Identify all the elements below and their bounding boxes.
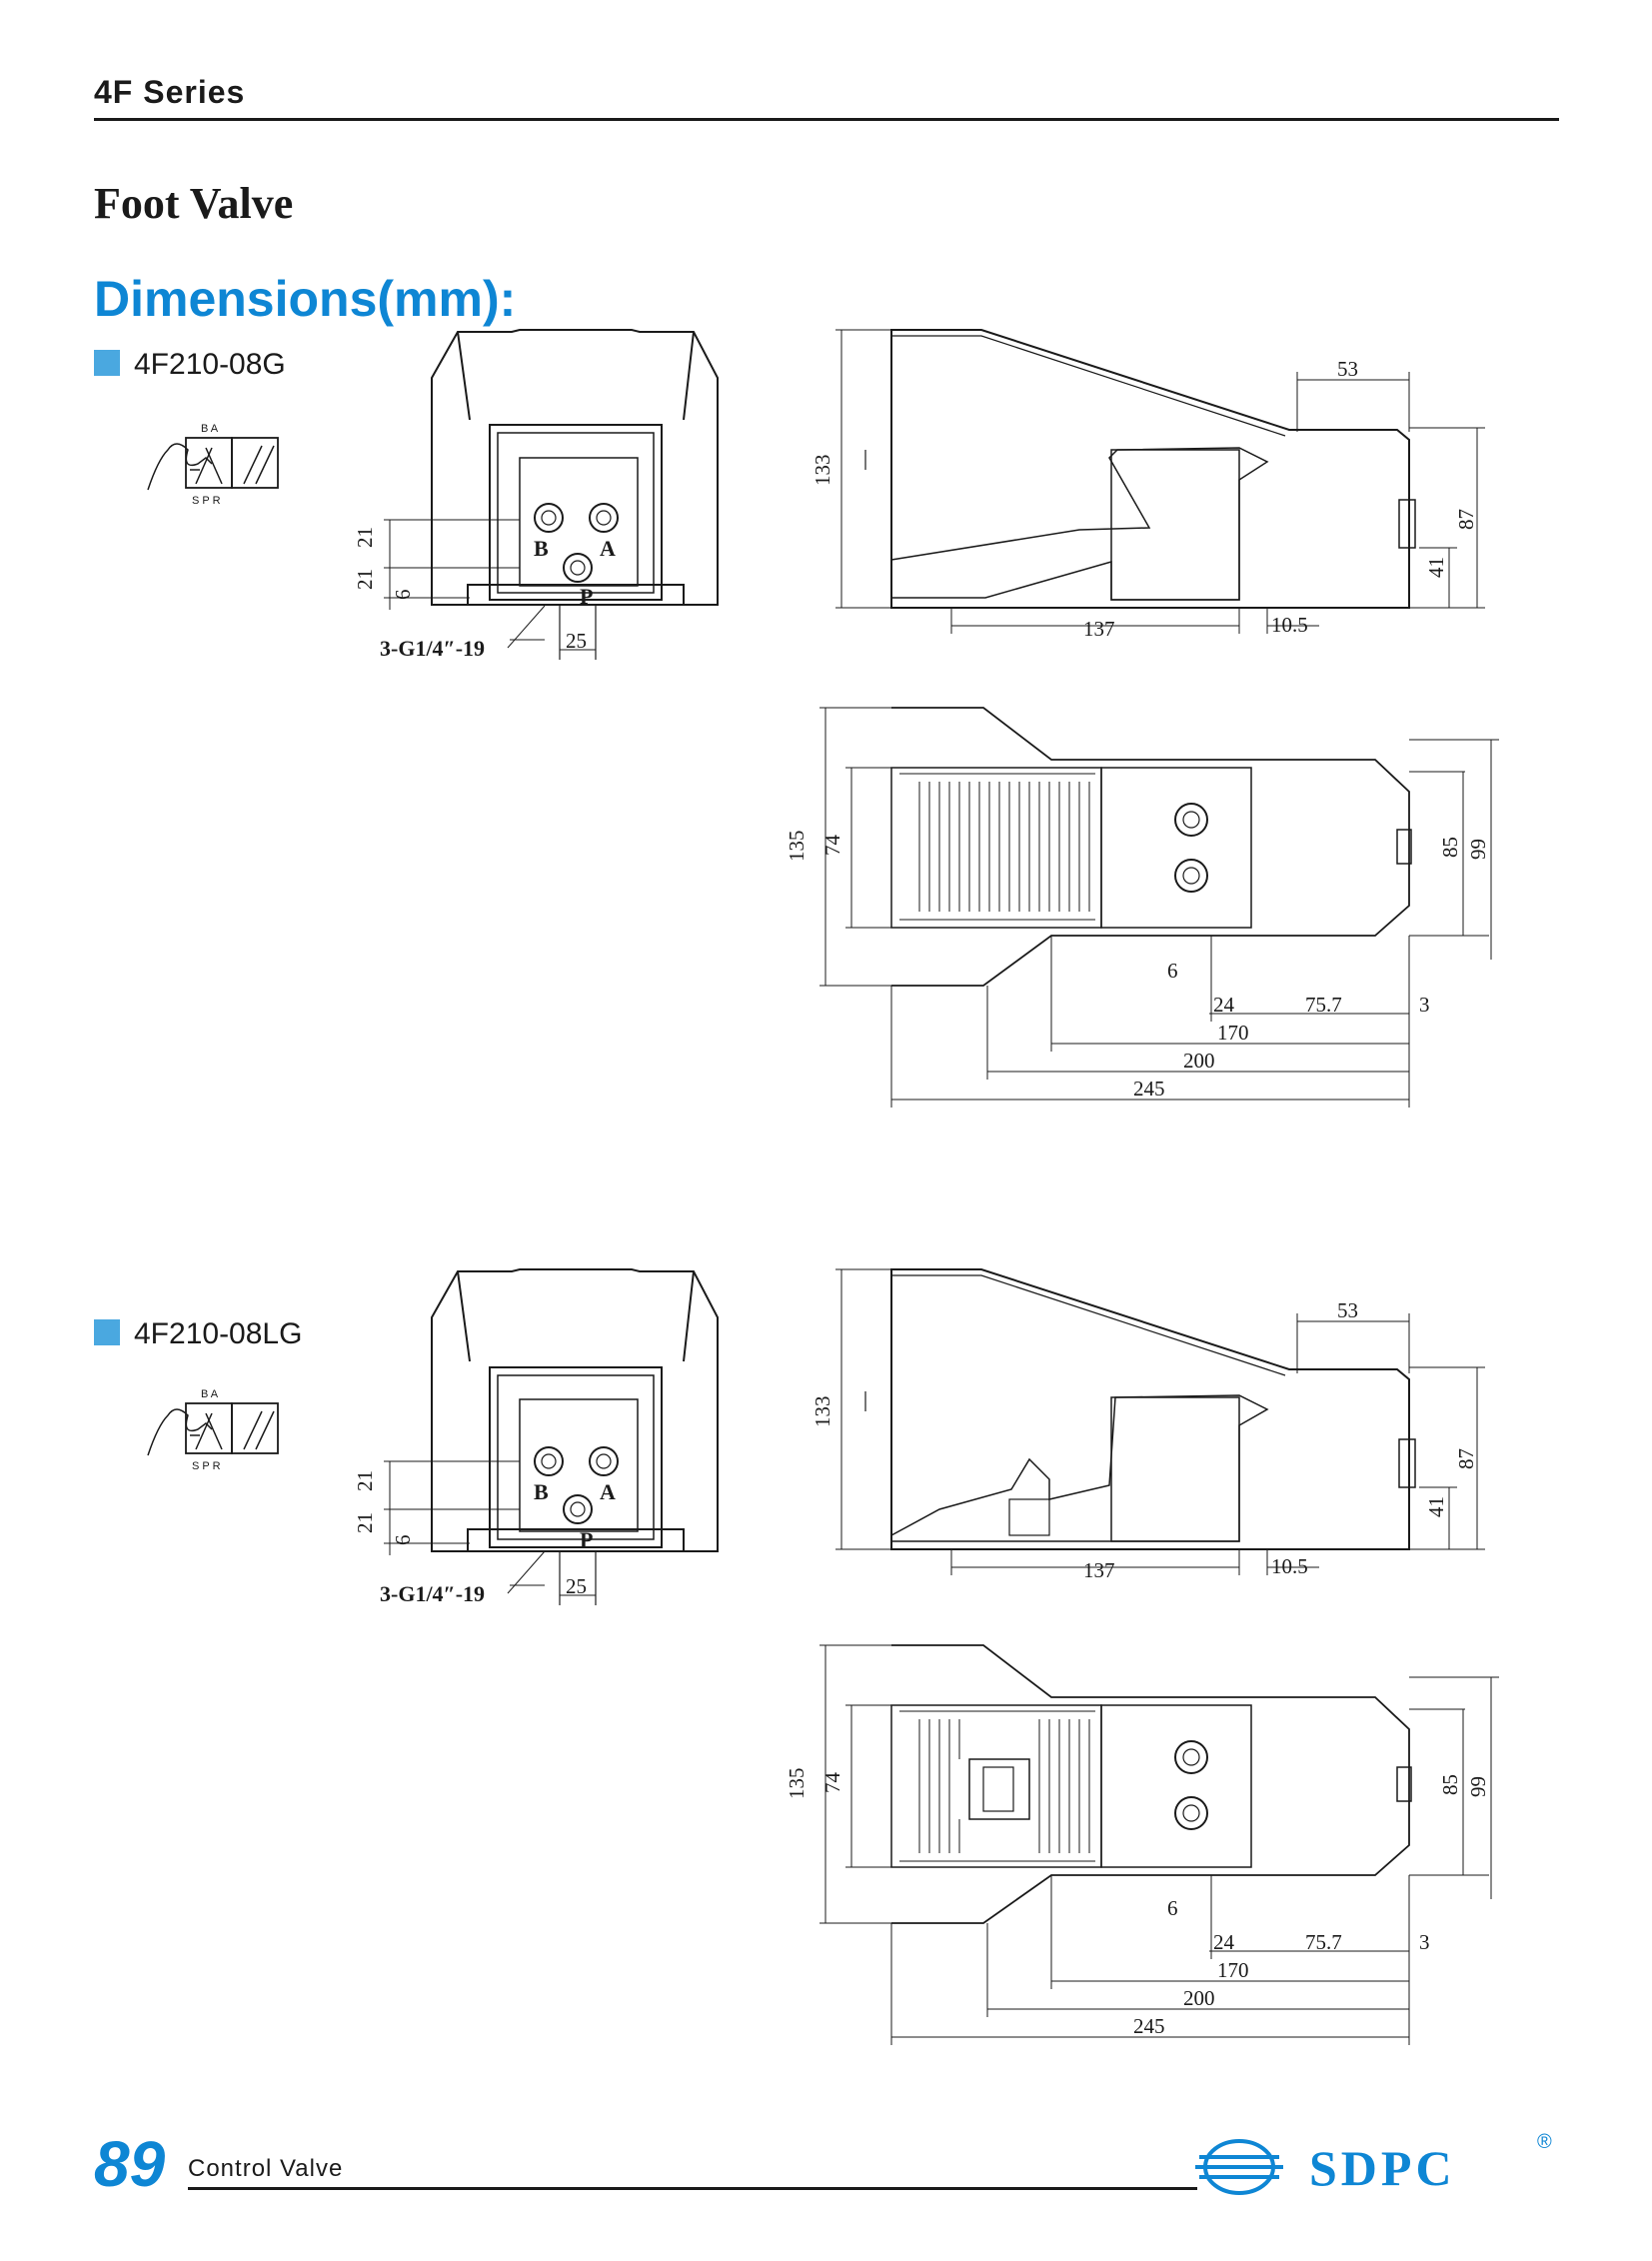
port-b-label-1: B bbox=[534, 536, 549, 561]
valve-symbol-1: B A S P R bbox=[147, 423, 279, 507]
dim-87-1: 87 bbox=[1454, 509, 1478, 530]
dim-74-1: 74 bbox=[821, 835, 844, 857]
brand-name: SDPC bbox=[1309, 2140, 1456, 2196]
dim-10-5-2: 10.5 bbox=[1271, 1554, 1308, 1578]
dimensions-heading: Dimensions(mm): bbox=[94, 271, 517, 327]
dim-85-2: 85 bbox=[1438, 1774, 1462, 1795]
dim-6-1: 6 bbox=[391, 590, 415, 601]
series-title: 4F Series bbox=[94, 74, 246, 110]
page-number: 89 bbox=[94, 2128, 166, 2200]
bullet-square-icon bbox=[94, 1319, 120, 1345]
dim-200-1: 200 bbox=[1183, 1049, 1215, 1073]
dim-170-1: 170 bbox=[1217, 1021, 1249, 1045]
model-label-2: 4F210-08LG bbox=[94, 1317, 302, 1351]
front-view-2: B A P 21 21 6 3-G1/4″-19 25 bbox=[353, 1268, 719, 1606]
dim-21b-2: 21 bbox=[353, 1512, 377, 1533]
dim-25-1: 25 bbox=[566, 629, 587, 653]
dim-10-5-1: 10.5 bbox=[1271, 613, 1308, 637]
dim-137-2: 137 bbox=[1083, 1558, 1115, 1582]
model-label-1: 4F210-08G bbox=[94, 348, 286, 382]
port-thread-label-1: 3-G1/4″-19 bbox=[380, 636, 485, 661]
dim-135-2: 135 bbox=[785, 1768, 809, 1800]
dim-6-2: 6 bbox=[391, 1535, 415, 1546]
dim-41-1: 41 bbox=[1424, 557, 1448, 578]
dim-99-1: 99 bbox=[1466, 839, 1490, 860]
dim-133-2: 133 bbox=[811, 1396, 834, 1428]
page-title: Foot Valve bbox=[94, 179, 294, 228]
symbol-ports-top-1: B A bbox=[201, 423, 219, 435]
port-a-label-1: A bbox=[600, 536, 616, 561]
symbol-ports-bottom-2: S P R bbox=[192, 1460, 221, 1472]
port-p-label-1: P bbox=[580, 584, 593, 609]
footer-rule bbox=[188, 2187, 1197, 2190]
dim-3-1: 3 bbox=[1419, 993, 1430, 1017]
section-name: Control Valve bbox=[188, 2155, 344, 2182]
port-b-label-2: B bbox=[534, 1479, 549, 1504]
dim-85-1: 85 bbox=[1438, 837, 1462, 858]
model-name-1: 4F210-08G bbox=[134, 348, 286, 381]
dim-75-7-1: 75.7 bbox=[1305, 993, 1342, 1017]
valve-symbol-2: B A S P R bbox=[147, 1388, 279, 1472]
symbol-ports-top-2: B A bbox=[201, 1388, 219, 1400]
dim-200-2: 200 bbox=[1183, 1986, 1215, 2010]
dim-53-2: 53 bbox=[1337, 1298, 1358, 1322]
dim-21a-2: 21 bbox=[353, 1470, 377, 1491]
dim-3-2: 3 bbox=[1419, 1930, 1430, 1954]
port-a-label-2: A bbox=[600, 1479, 616, 1504]
dim-75-7-2: 75.7 bbox=[1305, 1930, 1342, 1954]
dim-99-2: 99 bbox=[1466, 1776, 1490, 1797]
dim-53-1: 53 bbox=[1337, 357, 1358, 381]
dim-170-2: 170 bbox=[1217, 1958, 1249, 1982]
dim-245-1: 245 bbox=[1133, 1077, 1165, 1101]
side-view-2: 133 53 87 41 137 10.5 bbox=[811, 1268, 1485, 1582]
dim-74-2: 74 bbox=[821, 1772, 844, 1794]
top-view-2: 135 74 85 99 6 24 75.7 3 170 200 245 bbox=[785, 1644, 1499, 2045]
port-thread-label-2: 3-G1/4″-19 bbox=[380, 1581, 485, 1606]
dim-135-1: 135 bbox=[785, 831, 809, 863]
dim-25-2: 25 bbox=[566, 1574, 587, 1598]
dim-137-1: 137 bbox=[1083, 617, 1115, 641]
dim-21b-1: 21 bbox=[353, 569, 377, 590]
dim-6-top-2: 6 bbox=[1167, 1896, 1178, 1920]
dim-133-1: 133 bbox=[811, 455, 834, 487]
bullet-square-icon bbox=[94, 350, 120, 376]
front-view-1: B A P 21 21 6 3-G1/4″-19 25 bbox=[353, 329, 719, 661]
side-view-1: 133 53 87 41 137 10.5 bbox=[811, 329, 1485, 641]
port-p-label-2: P bbox=[580, 1527, 593, 1552]
top-view-1: 135 74 85 99 6 24 75.7 3 170 200 245 bbox=[785, 707, 1499, 1108]
dim-21a-1: 21 bbox=[353, 527, 377, 548]
dim-24-1: 24 bbox=[1213, 993, 1235, 1017]
registered-mark: ® bbox=[1537, 2131, 1552, 2153]
header-rule bbox=[94, 118, 1559, 121]
dim-87-2: 87 bbox=[1454, 1448, 1478, 1469]
sdpc-logo-icon bbox=[1195, 2139, 1283, 2195]
dim-41-2: 41 bbox=[1424, 1496, 1448, 1517]
dim-245-2: 245 bbox=[1133, 2014, 1165, 2038]
symbol-ports-bottom-1: S P R bbox=[192, 495, 221, 507]
dim-6-top-1: 6 bbox=[1167, 959, 1178, 983]
model-name-2: 4F210-08LG bbox=[134, 1317, 303, 1350]
dim-24-2: 24 bbox=[1213, 1930, 1235, 1954]
